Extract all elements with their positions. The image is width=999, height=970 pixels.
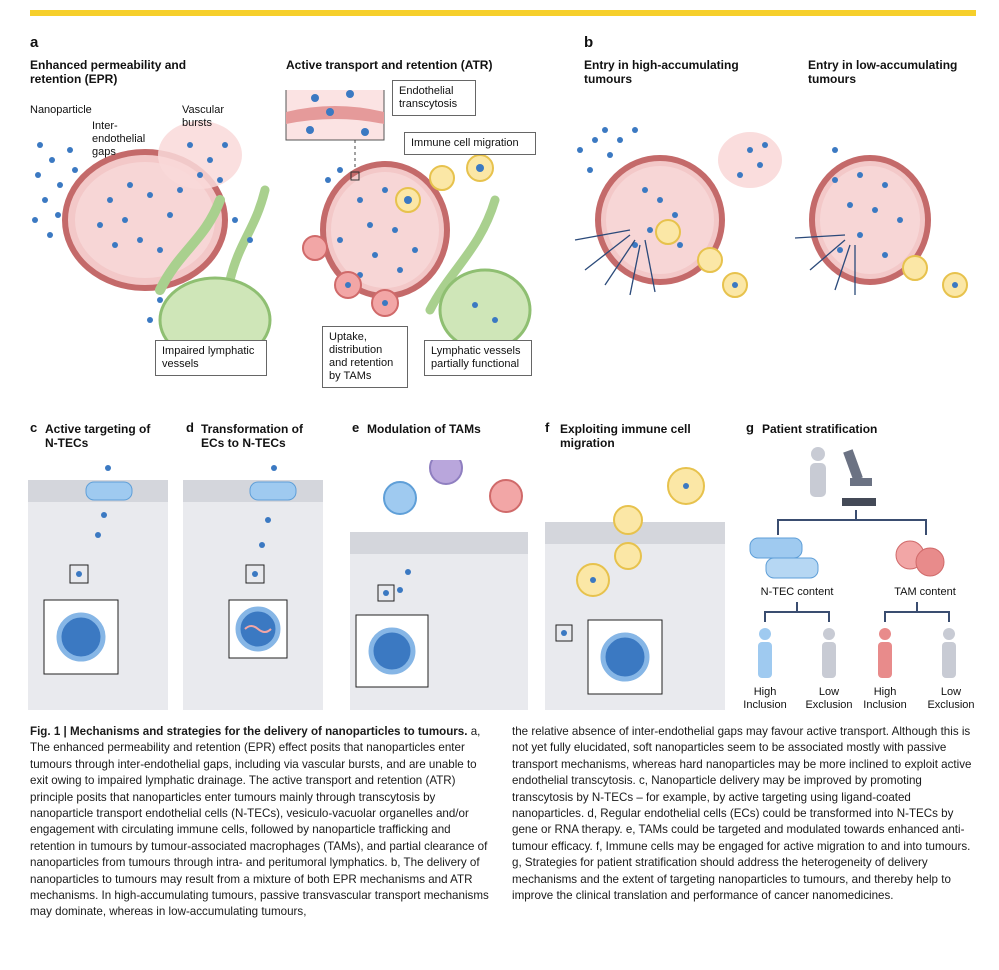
epr-nanoparticles xyxy=(32,142,253,323)
panel-e-title: Modulation of TAMs xyxy=(367,422,481,436)
caption-left-body: a, The enhanced permeability and retenti… xyxy=(30,725,489,919)
atr-lymphatic-vessel xyxy=(425,195,532,352)
low-tumour-arrows xyxy=(794,234,856,295)
figure-caption-title: Fig. 1 | Mechanisms and strategies for t… xyxy=(30,725,468,738)
panel-g-title: Patient stratification xyxy=(762,422,878,436)
panel-f-letter: f xyxy=(545,420,550,435)
person-high-tam-icon xyxy=(878,628,892,678)
impaired-lymphatic-label: Impaired lymphatic vessels xyxy=(155,340,267,376)
tam-cells-icon xyxy=(895,540,945,577)
low-exclusion-tam: Low Exclusion xyxy=(927,686,975,711)
panel-f-title: Exploiting immune cell migration xyxy=(560,422,691,450)
panel-b-letter: b xyxy=(584,34,594,51)
tam-content-label: TAM content xyxy=(894,586,956,598)
panel-b-illustration xyxy=(574,127,968,298)
panel-a-letter: a xyxy=(30,34,39,51)
person-low-tam-icon xyxy=(942,628,956,678)
high-tumour-vessel xyxy=(595,132,782,285)
panel-e-scene xyxy=(350,460,528,710)
microscope-icon xyxy=(842,449,876,506)
high-tumour-arrows xyxy=(574,229,656,296)
ntec-cells-icon xyxy=(749,537,819,579)
panel-d-letter: d xyxy=(186,420,194,435)
high-tumour-nanoparticles xyxy=(577,127,768,248)
patient-icon xyxy=(810,447,826,497)
top-accent-bar xyxy=(30,10,976,16)
panel-c-letter: c xyxy=(30,420,38,435)
high-inclusion-tam: High Inclusion xyxy=(863,686,907,711)
nanoparticle-label: Nanoparticle xyxy=(30,104,92,116)
high-accumulating-title: Entry in high-accumulating tumours xyxy=(584,58,739,86)
panel-g-illustration xyxy=(749,447,945,579)
person-high-ntec-icon xyxy=(758,628,772,678)
caption-left-column: Fig. 1 | Mechanisms and strategies for t… xyxy=(30,724,490,921)
atr-title: Active transport and retention (ATR) xyxy=(286,58,493,72)
immune-cells xyxy=(395,154,494,213)
low-tumour-immune-cells xyxy=(902,255,968,298)
high-tumour-immune-cells xyxy=(655,219,748,298)
panel-c-scene xyxy=(28,465,168,710)
high-inclusion-ntec: High Inclusion xyxy=(743,686,787,711)
tam-cells xyxy=(302,235,399,317)
transcytosis-label: Endothelial transcytosis xyxy=(392,80,476,116)
panel-d-title: Transformation of ECs to N-TECs xyxy=(201,422,304,450)
low-accumulating-title: Entry in low-accumulating tumours xyxy=(808,58,958,86)
person-low-ntec-icon xyxy=(822,628,836,678)
gaps-label: Inter-endothelial gaps xyxy=(92,120,146,158)
panel-f-scene xyxy=(545,467,725,710)
bursts-label: Vascular bursts xyxy=(182,104,224,129)
panel-g-outcomes xyxy=(758,602,956,678)
panel-g-letter: g xyxy=(746,420,754,435)
low-tumour-nanoparticles xyxy=(832,147,903,258)
low-exclusion-ntec: Low Exclusion xyxy=(805,686,853,711)
panels-c-to-f-illustration xyxy=(28,460,725,710)
panel-e-letter: e xyxy=(352,420,360,435)
panel-c-title: Active targeting of N-TECs xyxy=(45,422,151,450)
immune-migration-label: Immune cell migration xyxy=(404,132,536,155)
uptake-label: Uptake, distribution and retention by TA… xyxy=(322,326,408,388)
lymphatic-partial-label: Lymphatic vessels partially functional xyxy=(424,340,532,376)
caption-right-column: the relative absence of inter-endothelia… xyxy=(512,725,972,903)
panel-d-scene xyxy=(183,465,323,710)
vascular-burst-cloud xyxy=(158,121,242,189)
ntec-content-label: N-TEC content xyxy=(760,586,834,598)
epr-title: Enhanced permeability and retention (EPR… xyxy=(30,58,187,86)
